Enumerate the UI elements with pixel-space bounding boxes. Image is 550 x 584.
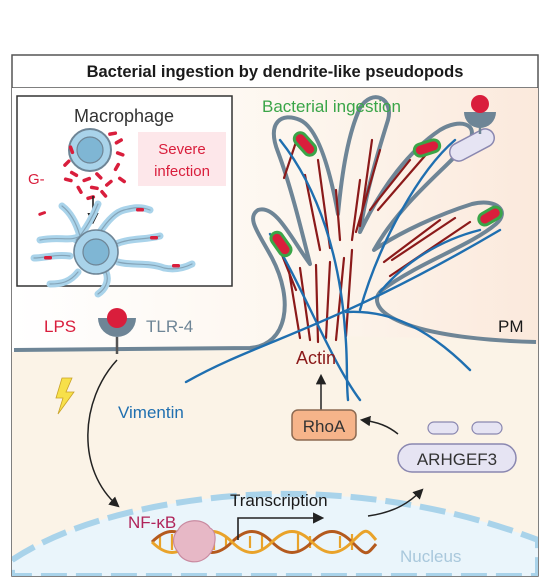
rhoa-label: RhoA [303,417,346,436]
gram-negative-bacteria [63,131,127,201]
lps-label: LPS [44,317,76,336]
transcription-start-arrow [237,512,325,540]
infection-label: infection [154,163,210,180]
bacterial-ingestion-label: Bacterial ingestion [262,97,401,116]
severe-infection-panel [138,132,226,186]
tlr4-receptor [98,308,136,354]
expression-arrow [367,488,424,517]
pm-label: PM [498,317,524,336]
arhgef3-monomer [471,421,503,435]
signaling-arrow [87,359,120,508]
arhgef3-to-rhoa-arrow [359,415,399,435]
tip-bacterium [449,95,496,162]
resting-macrophage [68,128,112,172]
transcription-label: Transcription [230,491,328,510]
vimentin-filaments [184,138,502,402]
ingested-bacteria [269,131,503,258]
nucleus [12,490,538,576]
inset-heading: Macrophage [74,106,174,126]
tlr4-label: TLR-4 [146,317,193,336]
nfkb-label: NF-κB [128,513,176,532]
severe-label: Severe [158,141,206,158]
arhgef3-label: ARHGEF3 [417,450,497,469]
activated-macrophage [30,200,196,298]
arhgef3-monomer [427,421,459,435]
nucleus-label: Nucleus [400,547,461,566]
figure-title: Bacterial ingestion by dendrite-like pse… [87,63,464,81]
nfkb-protein [172,520,216,563]
actin-filaments [274,134,472,344]
signal-bolt-icon [55,377,75,415]
arhgef3-box [397,443,517,473]
actin-label: Actin [296,348,336,368]
rhoa-box [291,409,357,441]
vimentin-label: Vimentin [118,403,184,422]
gram-negative-label: G- [28,171,45,188]
